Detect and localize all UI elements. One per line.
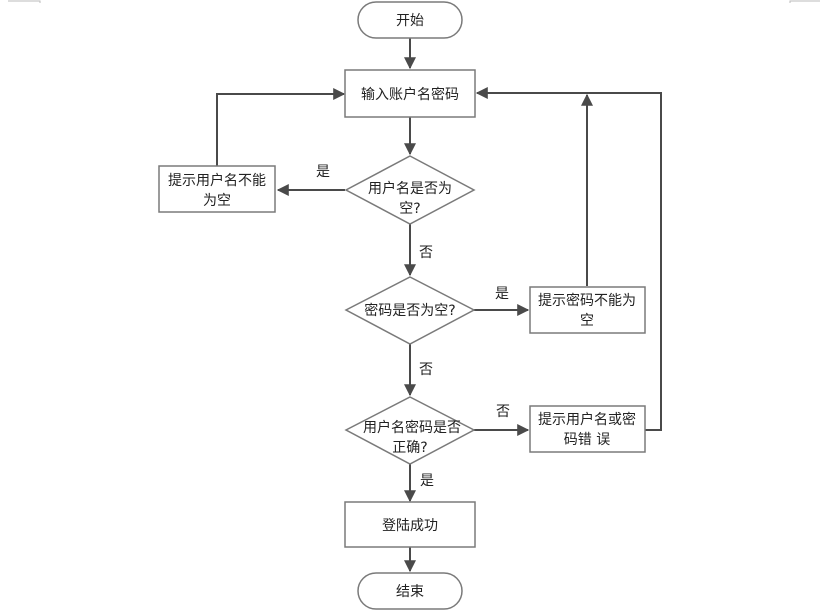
- node-success: 登陆成功: [344, 501, 476, 548]
- edge-label-checkuser-yes: 是: [316, 164, 330, 180]
- edge-label-checkboth-no: 否: [496, 404, 510, 420]
- node-check-user-label-2: 空?: [399, 201, 420, 217]
- edge-label-checkuser-no: 否: [419, 245, 433, 261]
- edge-label-checkboth-yes: 是: [420, 473, 434, 489]
- process-shape: [158, 165, 276, 213]
- terminal-shape: [357, 1, 463, 39]
- node-check-both-label-2: 正确?: [392, 440, 427, 456]
- node-end: 结束: [357, 572, 463, 610]
- edge-label-checkpwd-no: 否: [419, 362, 433, 378]
- node-check-user-label-1: 用户名是否为: [368, 180, 452, 197]
- node-msg-err: 提示用户名或密 码错 误: [529, 405, 646, 453]
- node-msg-err-label-1: 提示用户名或密: [538, 411, 636, 428]
- decision-shape: [344, 276, 476, 345]
- process-shape: [529, 405, 646, 453]
- corner-mark-right: [789, 0, 820, 3]
- edges: [216, 38, 662, 573]
- terminal-shape: [357, 572, 463, 610]
- process-shape: [344, 501, 476, 548]
- node-start-label: 开始: [396, 13, 424, 29]
- node-success-label: 登陆成功: [382, 518, 438, 534]
- edge-msguser-input: [216, 88, 346, 166]
- process-shape: [529, 286, 646, 334]
- node-msg-pwd: 提示密码不能为 空: [529, 286, 646, 334]
- node-msg-user: 提示用户名不能 为空: [158, 165, 276, 213]
- node-check-both-label-1: 用户名密码是否: [363, 419, 461, 436]
- node-input-label: 输入账户名密码: [361, 86, 459, 103]
- corner-mark-left: [8, 0, 41, 3]
- edge-label-checkpwd-yes: 是: [495, 286, 509, 302]
- process-shape: [344, 69, 476, 118]
- node-input: 输入账户名密码: [344, 69, 476, 118]
- decision-shape: [344, 396, 476, 465]
- node-msg-user-label-1: 提示用户名不能: [168, 172, 266, 189]
- node-check-both: 用户名密码是否 正确?: [344, 396, 476, 465]
- node-msg-err-label-2: 码错 误: [564, 432, 610, 448]
- node-msg-pwd-label-1: 提示密码不能为: [538, 292, 636, 309]
- edge-msgerr-input: [475, 87, 662, 431]
- node-check-user: 用户名是否为 空?: [344, 155, 476, 225]
- node-msg-user-label-2: 为空: [203, 193, 231, 209]
- node-end-label: 结束: [396, 584, 424, 600]
- decision-shape: [344, 155, 476, 225]
- node-check-pwd-label: 密码是否为空?: [364, 302, 455, 319]
- node-start: 开始: [357, 1, 463, 39]
- node-check-pwd: 密码是否为空?: [344, 276, 476, 345]
- node-msg-pwd-label-2: 空: [580, 313, 594, 329]
